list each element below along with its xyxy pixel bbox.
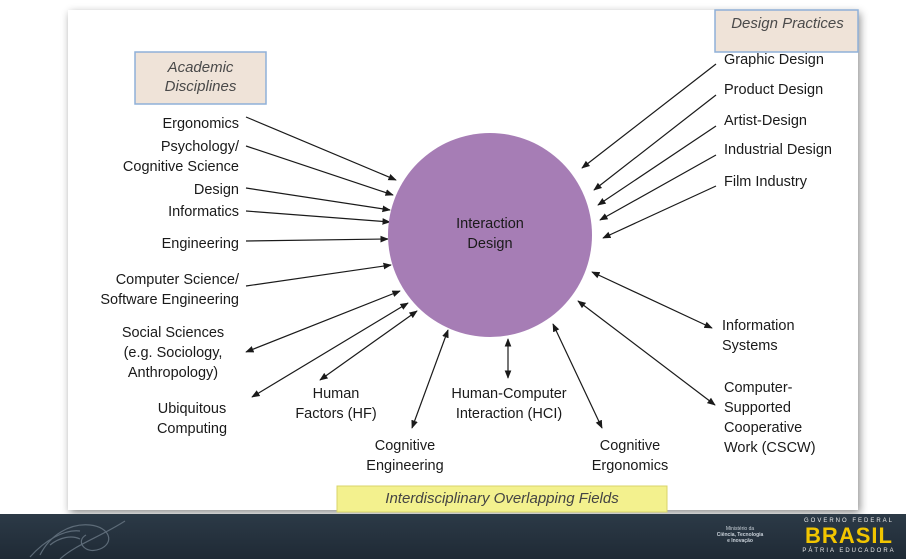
arrow-industrial-design <box>599 154 717 221</box>
label-cs-line1: Computer Science/ <box>115 272 239 288</box>
label-cscw-line2: Supported <box>724 400 791 416</box>
label-ubi-line1: Ubiquitous <box>157 401 227 417</box>
arrow-design <box>245 187 391 213</box>
label-hci-line1: Human-Computer <box>451 386 567 402</box>
arrow-ubiquitous <box>251 302 409 398</box>
label-social-line1: Social Sciences <box>121 325 225 341</box>
label-computer-science: Computer Science/ Software Engineering <box>100 270 239 310</box>
label-ce-line1: Cognitive <box>374 438 436 454</box>
label-cscw-line3: Cooperative <box>724 420 803 436</box>
interaction-design-circle <box>388 133 592 337</box>
arrow-informatics <box>245 210 391 225</box>
label-ergonomics: Ergonomics <box>162 116 239 132</box>
arrow-graphic-design <box>581 63 717 169</box>
label-hci-line2: Interaction (HCI) <box>455 406 563 422</box>
label-social-line3: Anthropology) <box>127 365 219 381</box>
brasil-bottom-text: PÁTRIA EDUCADORA <box>802 548 896 554</box>
fields-label: Interdisciplinary Overlapping Fields <box>385 490 619 507</box>
label-industrial-design: Industrial Design <box>724 142 832 158</box>
arrow-psychology <box>245 145 394 196</box>
arrow-information-systems <box>591 271 713 329</box>
academic-label: Academic Disciplines <box>135 58 266 96</box>
label-graphic-design: Graphic Design <box>724 52 824 68</box>
label-is-line1: Information <box>722 318 795 334</box>
academic-line2: Disciplines <box>164 78 237 95</box>
label-hf-line2: Factors (HF) <box>295 406 377 422</box>
label-engineering: Engineering <box>161 236 239 252</box>
label-social-line2: (e.g. Sociology, <box>123 345 223 361</box>
decorative-swirl-icon <box>29 520 126 559</box>
ministry-line2: Ciência, Tecnologia <box>716 532 764 538</box>
label-ubiquitous: Ubiquitous Computing <box>140 399 244 439</box>
footer-bar <box>0 514 906 559</box>
brasil-top-text: GOVERNO FEDERAL <box>803 518 894 524</box>
ministry-line3: e Inovação <box>727 538 753 544</box>
brasil-government-logo: GOVERNO FEDERAL BRASIL PÁTRIA EDUCADORA <box>796 517 902 555</box>
label-film-industry: Film Industry <box>724 174 807 190</box>
center-line1: Interaction <box>456 216 524 232</box>
ministry-logo: Ministério da Ciência, Tecnologia e Inov… <box>700 526 780 544</box>
arrow-human-factors <box>319 310 418 381</box>
label-human-factors: Human Factors (HF) <box>290 384 382 424</box>
label-cscw-line4: Work (CSCW) <box>724 440 816 456</box>
design-practices-label: Design Practices <box>731 15 844 32</box>
ministry-line1: Ministério da <box>725 526 755 532</box>
design-practices-box <box>714 9 859 53</box>
label-information-systems: Information Systems <box>722 316 795 356</box>
label-cognitive-ergonomics: Cognitive Ergonomics <box>575 436 685 476</box>
academic-box <box>134 51 267 105</box>
arrow-computer-science <box>245 262 392 287</box>
label-cognitive-engineering: Cognitive Engineering <box>350 436 460 476</box>
center-label: Interaction Design <box>420 214 560 254</box>
arrow-cscw <box>577 300 716 406</box>
arrow-cognitive-engineering <box>411 329 449 429</box>
label-product-design: Product Design <box>724 82 824 98</box>
label-design: Design <box>193 182 239 198</box>
label-artist-design: Artist-Design <box>724 113 807 129</box>
brasil-word: BRASIL <box>805 523 893 548</box>
academic-line1: Academic <box>167 59 234 76</box>
label-cerg-line2: Ergonomics <box>591 458 669 474</box>
label-hf-line1: Human <box>312 386 360 402</box>
label-cerg-line1: Cognitive <box>599 438 661 454</box>
label-psychology-line2: Cognitive Science <box>122 159 239 175</box>
label-psychology: Psychology/ Cognitive Science <box>123 137 239 177</box>
arrow-ergonomics <box>245 116 397 181</box>
label-informatics: Informatics <box>168 204 239 220</box>
label-cscw-line1: Computer- <box>724 380 793 396</box>
label-is-line2: Systems <box>722 338 778 354</box>
label-cscw: Computer- Supported Cooperative Work (CS… <box>724 378 816 458</box>
label-ce-line2: Engineering <box>366 458 444 474</box>
arrow-film-industry <box>602 185 717 239</box>
label-psychology-line1: Psychology/ <box>160 139 239 155</box>
arrow-artist-design <box>597 125 717 206</box>
label-hci: Human-Computer Interaction (HCI) <box>436 384 582 424</box>
label-social-sciences: Social Sciences (e.g. Sociology, Anthrop… <box>100 323 246 383</box>
center-line2: Design <box>467 236 513 252</box>
label-ubi-line2: Computing <box>156 421 228 437</box>
arrow-product-design <box>593 94 717 191</box>
fields-box <box>336 485 668 513</box>
arrow-engineering <box>245 235 389 243</box>
label-cs-line2: Software Engineering <box>100 292 239 308</box>
